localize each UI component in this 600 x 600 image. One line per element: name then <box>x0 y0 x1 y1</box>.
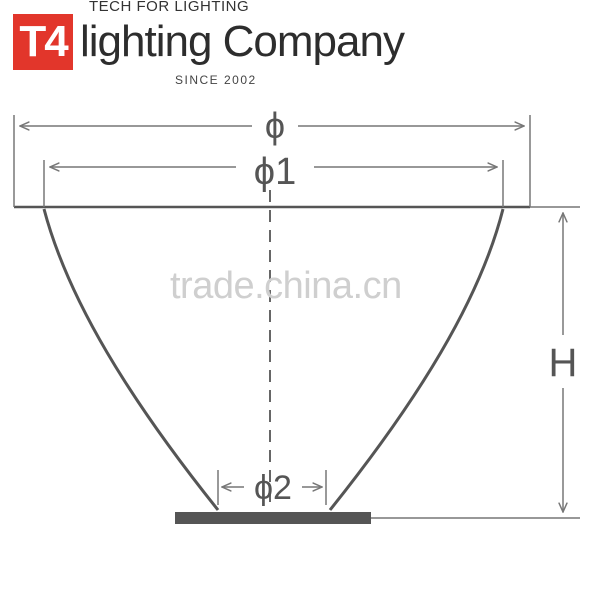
reflector-wall-right <box>328 208 505 511</box>
brand-header: T4 TECH FOR LIGHTING lighting Company SI… <box>0 0 600 100</box>
t4-logo: T4 <box>13 14 73 70</box>
brand-tagline: TECH FOR LIGHTING <box>89 0 250 15</box>
outer-diameter-label: ϕ <box>265 105 285 146</box>
since-text: SINCE 2002 <box>175 73 257 87</box>
company-name: lighting Company <box>80 17 405 66</box>
bottom-diameter-label: ϕ2 <box>254 469 292 507</box>
base-plate <box>175 512 371 524</box>
height-label: H <box>549 341 578 385</box>
reflector-wall-left <box>42 208 220 511</box>
watermark: trade.china.cn <box>170 265 402 307</box>
inner-diameter-label: ϕ1 <box>254 151 296 193</box>
